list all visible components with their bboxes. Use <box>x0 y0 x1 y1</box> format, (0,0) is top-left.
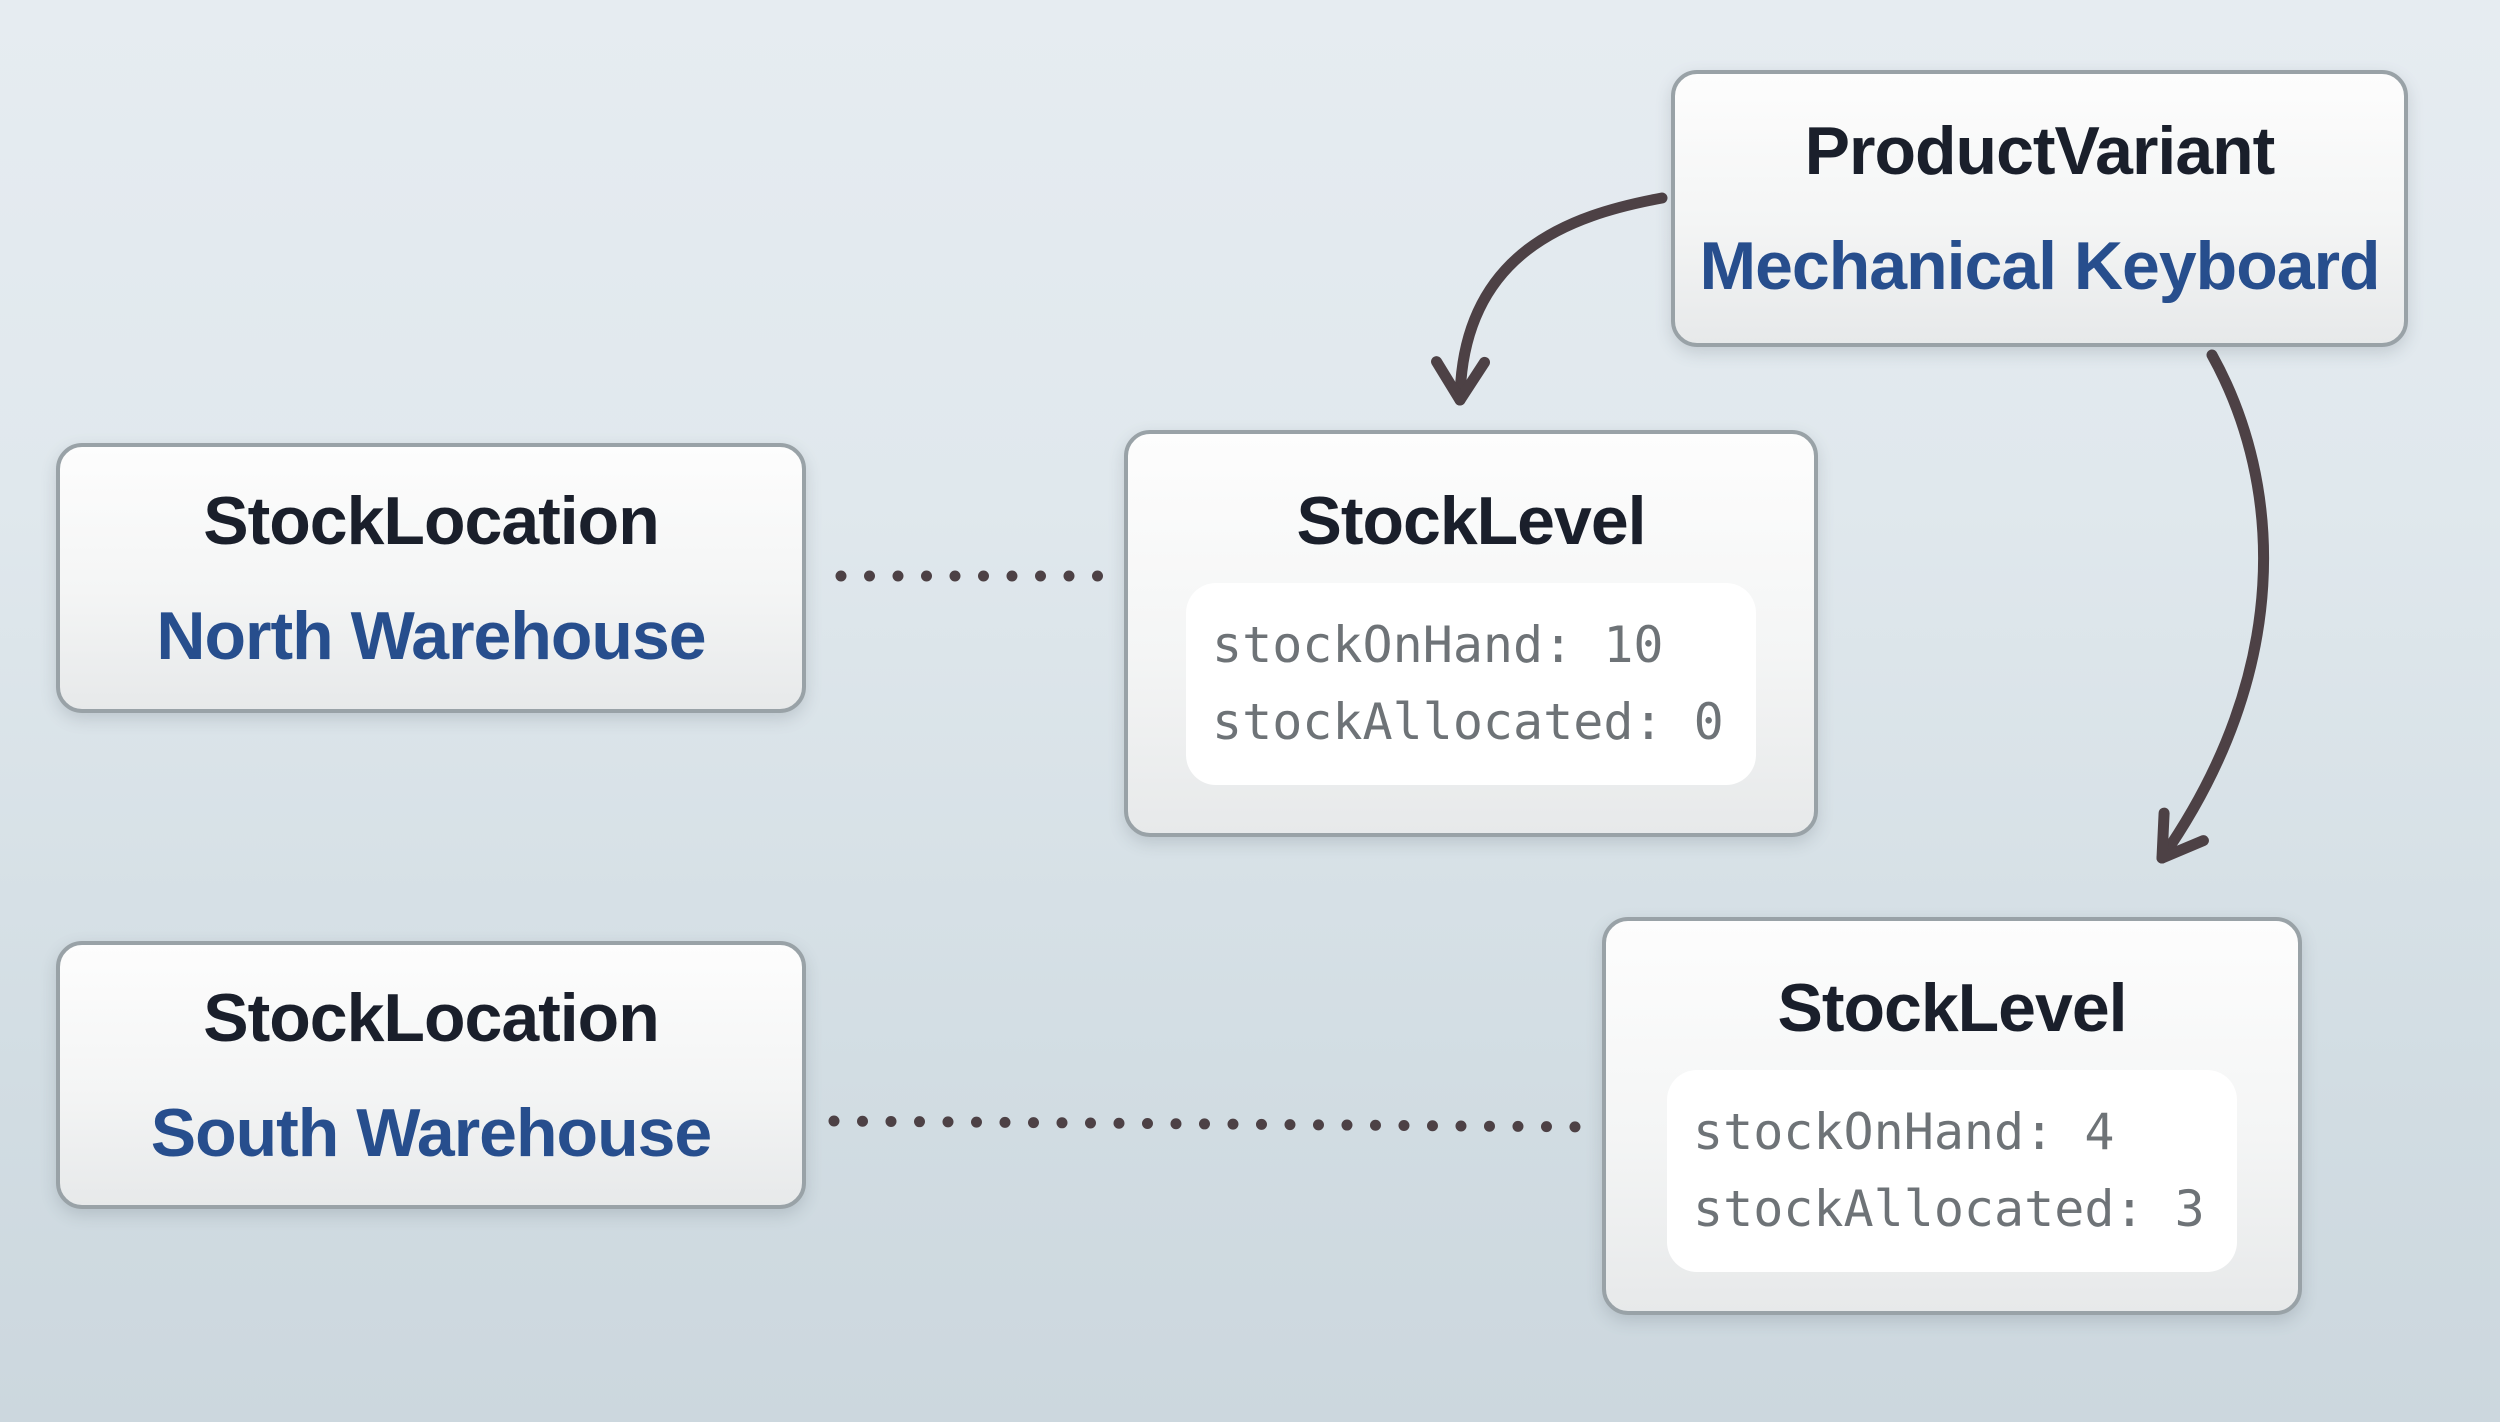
stock-location-south-node: StockLocation South Warehouse <box>56 941 806 1209</box>
stock-level-south-title: StockLevel <box>1777 970 2127 1046</box>
stock-location-north-name: North Warehouse <box>156 597 706 674</box>
product-variant-name: Mechanical Keyboard <box>1699 228 2380 304</box>
dotted-link-south-icon <box>828 1115 1598 1133</box>
stock-location-north-node: StockLocation North Warehouse <box>56 443 806 713</box>
stock-location-south-title: StockLocation <box>203 979 659 1056</box>
arrow-productvariant-to-stocklevel-north-icon <box>1431 192 1668 406</box>
stock-level-south-fields: stockOnHand: 4 stockAllocated: 3 <box>1667 1070 2237 1272</box>
stock-allocated-field: stockAllocated: 0 <box>1212 693 1724 751</box>
product-variant-title: ProductVariant <box>1804 113 2276 189</box>
stock-location-north-title: StockLocation <box>203 482 659 559</box>
stock-level-south-node: StockLevel stockOnHand: 4 stockAllocated… <box>1602 917 2302 1315</box>
stock-on-hand-field: stockOnHand: 10 <box>1212 616 1664 674</box>
stock-location-south-name: South Warehouse <box>150 1094 713 1171</box>
stock-level-north-title: StockLevel <box>1296 483 1646 559</box>
stock-on-hand-field: stockOnHand: 4 <box>1693 1103 2115 1161</box>
stock-level-north-node: StockLevel stockOnHand: 10 stockAllocate… <box>1124 430 1818 837</box>
product-variant-node: ProductVariant Mechanical Keyboard <box>1671 70 2408 347</box>
arrow-productvariant-to-stocklevel-south-icon <box>2156 349 2270 864</box>
stock-level-north-fields: stockOnHand: 10 stockAllocated: 0 <box>1186 583 1756 785</box>
stock-allocated-field: stockAllocated: 3 <box>1693 1180 2205 1238</box>
